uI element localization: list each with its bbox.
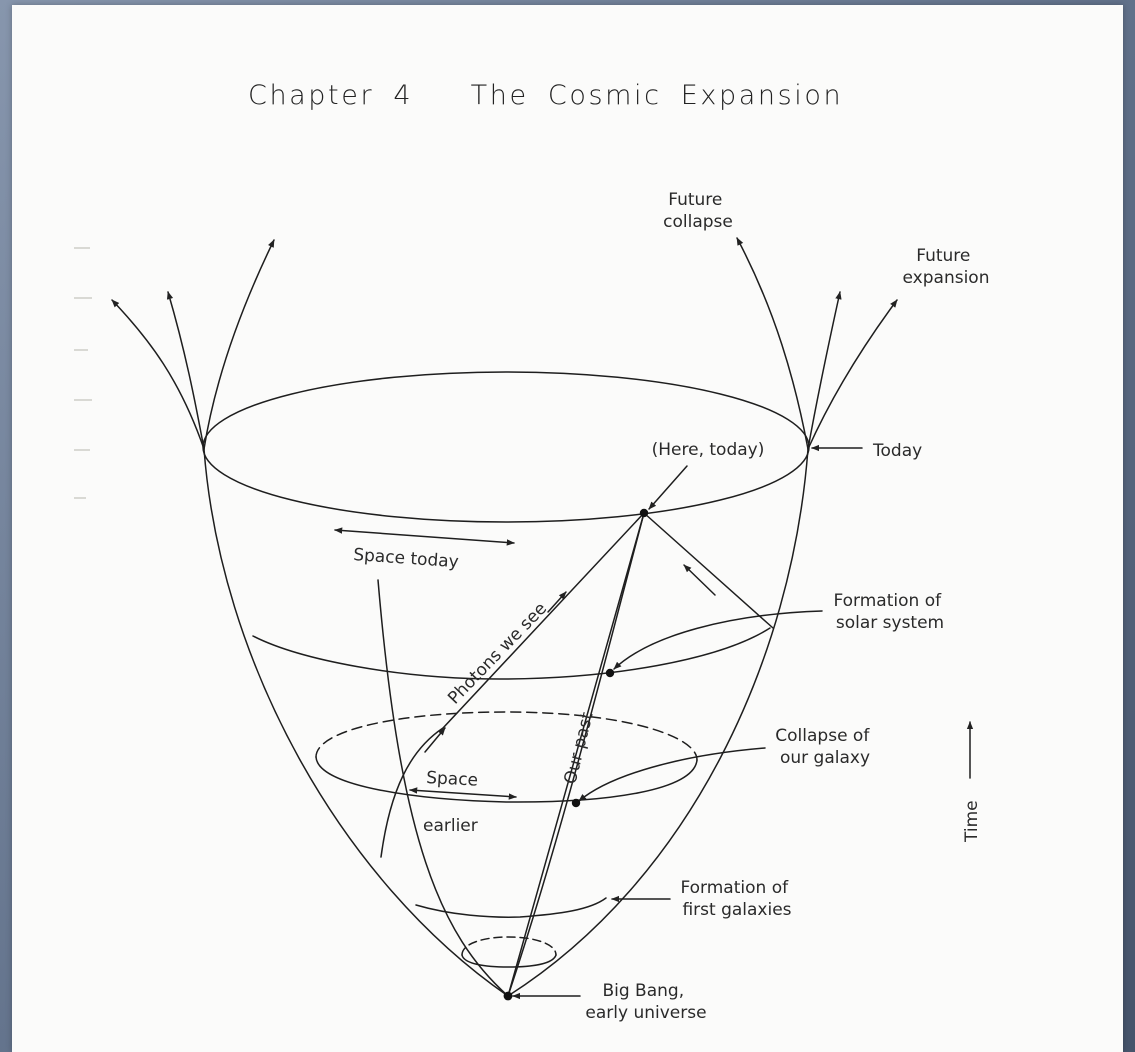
early-slice-front xyxy=(461,954,557,968)
page-bleed-marks xyxy=(74,247,92,499)
inner-left-line xyxy=(377,579,509,997)
galaxy-slice-back xyxy=(315,711,698,761)
past-light-cone-right xyxy=(643,512,774,629)
today-label: Today xyxy=(872,441,922,461)
here-today-label: (Here, today) xyxy=(652,440,765,460)
chapter-title: Chapter 4 The Cosmic Expansion xyxy=(248,80,843,111)
chapter-name: The Cosmic Expansion xyxy=(470,80,844,111)
first-galaxies-label: Formation of first galaxies xyxy=(680,878,793,920)
future-expansion-label: Future expansion xyxy=(903,246,990,288)
solar-system-dot xyxy=(605,668,615,678)
photons-arrow-high xyxy=(547,591,567,613)
our-past-label: Our past xyxy=(560,710,597,786)
big-bang-label: Big Bang, early universe xyxy=(585,981,706,1023)
photons-arrow-low xyxy=(424,727,446,753)
earlier-label: earlier xyxy=(423,816,478,836)
collapse-galaxy-label: Collapse of our galaxy xyxy=(775,726,874,768)
early-slice-back xyxy=(461,936,557,956)
space-today-label: Space today xyxy=(353,545,460,572)
space-label: Space xyxy=(426,768,479,791)
here-today-dot xyxy=(639,508,649,518)
inner-right-line xyxy=(507,512,645,997)
space-earlier-arrow xyxy=(409,787,517,800)
here-today-pointer xyxy=(648,465,688,510)
first-galaxies-slice xyxy=(415,897,607,918)
future-right-collapse xyxy=(736,237,809,450)
big-bang-dot xyxy=(503,991,513,1001)
funnel-left-wall xyxy=(203,448,509,997)
galaxy-collapse-dot xyxy=(571,798,581,808)
time-label: Time xyxy=(962,800,982,843)
future-lightcone-arrow xyxy=(683,564,716,596)
future-left-2 xyxy=(166,291,205,450)
book-page xyxy=(12,5,1123,1052)
galaxy-slice-front xyxy=(315,756,698,803)
photons-label: Photons we see xyxy=(444,599,551,709)
solar-system-slice xyxy=(252,627,771,680)
future-right-expansion xyxy=(807,299,898,450)
future-right-2 xyxy=(807,291,842,450)
future-collapse-label: Future collapse xyxy=(663,190,733,232)
future-left-3 xyxy=(203,239,275,450)
funnel-right-wall xyxy=(507,448,809,997)
chapter-number: Chapter 4 xyxy=(248,80,414,111)
collapse-galaxy-pointer xyxy=(578,747,766,802)
solar-system-pointer xyxy=(613,610,823,670)
future-left-1 xyxy=(111,299,205,450)
space-today-arrow xyxy=(334,527,515,546)
solar-system-label: Formation of solar system xyxy=(833,591,946,633)
